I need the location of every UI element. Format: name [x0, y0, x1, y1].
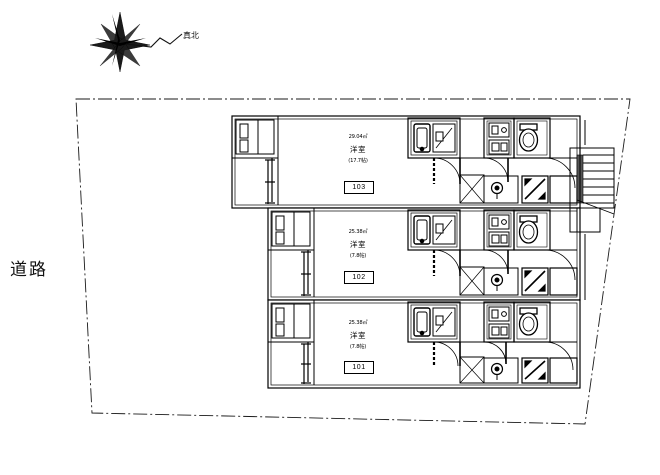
- unit-102-sink: [488, 214, 510, 247]
- unit-102-bath-vanity: [432, 215, 456, 245]
- road-label: 道路: [10, 260, 48, 280]
- site-boundary: [75, 98, 631, 425]
- unit-101-room-type: 洋室: [350, 331, 366, 340]
- unit-103-area: 29.04㎡: [348, 134, 368, 140]
- unit-101-sliding-window: [301, 342, 311, 384]
- unit-103-room-type: 洋室: [350, 145, 366, 154]
- unit-102-sliding-window: [301, 250, 311, 296]
- unit-101-jo: (7.8帖): [349, 344, 367, 350]
- unit-101-front-door: [549, 357, 578, 384]
- unit-103-washing-machine: [521, 175, 549, 204]
- unit-103-toilet-fixture: [518, 123, 539, 152]
- unit-103-living-room: [236, 119, 279, 205]
- unit-102-room-type: 洋室: [350, 240, 366, 249]
- unit-103-bath-vanity: [432, 123, 456, 153]
- unit-101-sink: [488, 306, 510, 339]
- unit-102-living-room: [272, 211, 315, 297]
- unit-101-toilet-fixture: [518, 307, 539, 336]
- unit-102-bathtub: [413, 215, 431, 245]
- building-outline: [231, 115, 581, 389]
- unit-101-number: 101: [344, 361, 374, 374]
- unit-102-jo: (7.8帖): [349, 253, 367, 259]
- unit-101: [267, 299, 578, 385]
- unit-102-front-door: [549, 267, 578, 296]
- unit-102-toilet-fixture: [518, 215, 539, 244]
- unit-102-area: 25.38㎡: [348, 229, 368, 235]
- stairs-landing: [569, 207, 601, 233]
- unit-103-balcony: [231, 115, 279, 159]
- unit-103-kitchen: [483, 175, 519, 204]
- building-right-eave: [579, 116, 586, 388]
- unit-102: [267, 207, 578, 297]
- unit-103-jo: (17.7帖): [348, 158, 368, 164]
- unit-102-kitchen: [483, 267, 519, 296]
- unit-103-sliding-window: [265, 158, 275, 204]
- unit-101-living-room: [272, 303, 315, 385]
- unit-103-number: 103: [344, 181, 374, 194]
- unit-103-bathtub: [413, 123, 431, 153]
- unit-103-sink: [488, 122, 510, 155]
- unit-101-washing-machine: [521, 357, 549, 384]
- unit-102-washing-machine: [521, 267, 549, 296]
- unit-102-number: 102: [344, 271, 374, 284]
- unit-101-area: 25.38㎡: [348, 320, 368, 326]
- unit-103: [231, 115, 578, 205]
- unit-101-kitchen: [483, 357, 519, 384]
- unit-101-bathtub: [413, 307, 431, 337]
- north-label: 真北: [183, 31, 199, 40]
- unit-101-bath-vanity: [432, 307, 456, 337]
- north-arrow-compass: [89, 11, 183, 73]
